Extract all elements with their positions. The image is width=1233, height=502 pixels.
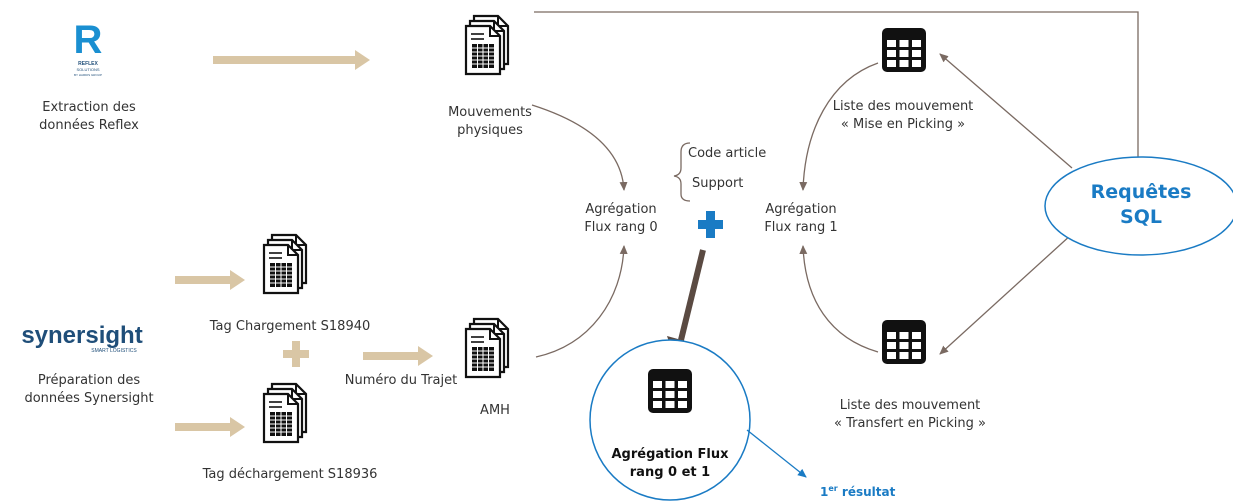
document-tag-chargement-icon — [264, 235, 306, 293]
reflex-logo-line2: SOLUTIONS — [76, 67, 99, 72]
synersight-logo: synersight SMART LOGISTICS — [21, 322, 142, 354]
plus-blue-icon — [698, 211, 723, 238]
table-agregation-final-icon-inner — [648, 369, 692, 413]
document-mouvements-icon — [466, 16, 508, 74]
curve-mouvements-to-rang0 — [531, 104, 628, 191]
curve-transfert-to-rang1 — [799, 245, 879, 353]
connector-lines — [531, 11, 1142, 358]
reflex-logo-line1: REFLEX — [78, 61, 98, 67]
arrow-to-resultat — [746, 429, 807, 478]
arrow-to-amh — [363, 346, 433, 366]
label-tag-chargement: Tag Chargement S18940 — [209, 319, 371, 334]
label-liste-mise-picking: Liste des mouvement« Mise en Picking » — [832, 99, 974, 132]
synersight-logo-name: synersight — [21, 322, 142, 349]
label-liste-transfert-picking: Liste des mouvement« Transfert en Pickin… — [834, 398, 986, 431]
line-sql-to-mise — [939, 53, 1073, 169]
label-tag-dechargement: Tag déchargement S18936 — [202, 467, 378, 482]
synersight-logo-tagline: SMART LOGISTICS — [91, 348, 137, 354]
line-sql-to-transfert — [939, 233, 1073, 355]
tan-arrows — [175, 50, 433, 437]
document-amh-icon — [466, 319, 508, 377]
requetes-sql-ellipse — [1044, 156, 1233, 256]
arrow-reflex-to-mouvements — [213, 50, 370, 70]
curve-mise-to-rang1 — [799, 62, 879, 191]
label-amh: AMH — [480, 403, 510, 418]
label-support: Support — [692, 176, 744, 191]
reflex-logo: R REFLEX SOLUTIONS BY HARDIS GROUP — [74, 18, 103, 77]
line-top-to-sql — [534, 11, 1142, 173]
agregation-final-circle — [589, 339, 751, 501]
table-mise-picking-icon — [882, 28, 926, 72]
document-tag-dechargement-icon — [264, 384, 306, 442]
plus-tan-icon — [283, 341, 309, 367]
arrow-synersight-to-chargement — [175, 270, 245, 290]
label-code-article: Code article — [688, 146, 767, 161]
reflex-logo-letter: R — [74, 18, 103, 62]
brace-code-support — [673, 142, 691, 202]
table-transfert-picking-icon — [882, 320, 926, 364]
label-numero-trajet: Numéro du Trajet — [344, 373, 458, 388]
label-resultat: 1er résultat — [820, 484, 896, 499]
curve-amh-to-rang0 — [535, 245, 628, 358]
reflex-logo-line3: BY HARDIS GROUP — [74, 73, 102, 77]
arrow-synersight-to-dechargement — [175, 417, 245, 437]
